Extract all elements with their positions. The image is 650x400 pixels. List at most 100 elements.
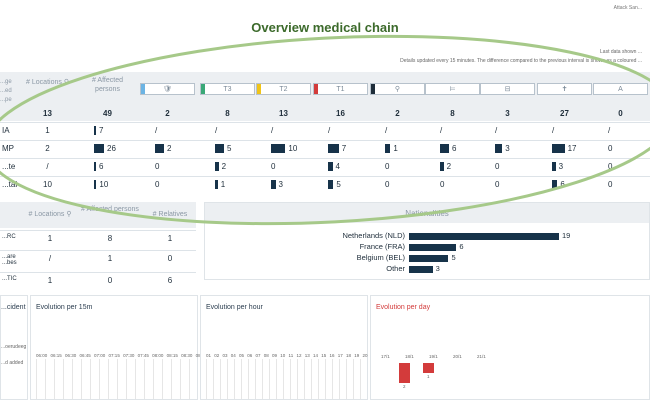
triage-box-6: ⊟: [480, 83, 535, 95]
evolution-day-title: Evolution per day: [376, 304, 431, 311]
chain-row-affected: 26: [94, 143, 116, 154]
incident-title: ...cident: [1, 304, 26, 311]
chain-cell-value: 1: [393, 144, 398, 153]
hospital-bed-icon: ⊟: [504, 86, 511, 93]
triage-box-7: ✝: [537, 83, 592, 95]
incident-panel: ...cident ...oerudeeg ...d added: [0, 295, 28, 400]
affected-value: 26: [107, 144, 116, 153]
triage-box-stripe: [257, 84, 261, 94]
nationality-value: 19: [562, 231, 571, 240]
chain-cell-value: 3: [505, 144, 510, 153]
loc-cell: 1: [47, 234, 53, 243]
nationality-bar: [409, 244, 457, 251]
total-affected: 49: [103, 109, 112, 118]
chain-row-label: MP: [2, 144, 14, 153]
chain-cell: 0: [608, 143, 612, 153]
chain-cell: 0: [495, 179, 499, 189]
day-tick-label: 18/1: [405, 354, 414, 359]
chain-cell-bar: [440, 144, 449, 154]
chain-cell-value: 3: [278, 180, 283, 189]
chain-cell-bar: [155, 144, 164, 154]
chain-cell: 1: [215, 179, 225, 190]
nationality-label: Other: [386, 264, 405, 273]
chain-cell-bar: [385, 144, 391, 154]
chain-cell-value: 0: [440, 180, 445, 189]
day-tick-label: 20/1: [453, 354, 462, 359]
chain-row-affected: 6: [94, 161, 104, 172]
chain-cell-bar: [328, 162, 333, 172]
chain-cell: 3: [271, 179, 283, 190]
loc-cell: 1: [47, 276, 53, 285]
triage-total-1: 8: [225, 109, 230, 118]
chain-cell-value: 0: [608, 180, 613, 189]
loc-row-divider: [0, 250, 196, 251]
chain-cell: 7: [328, 143, 347, 154]
chain-cell-value: /: [215, 126, 218, 135]
nationality-bar: [409, 255, 449, 262]
chain-cell: /: [328, 125, 330, 135]
affected-bar: [94, 180, 97, 190]
loc-cell: 1: [107, 254, 113, 263]
chain-cell-value: /: [608, 126, 611, 135]
nationality-value: 3: [435, 264, 440, 273]
nationality-value: 5: [451, 253, 456, 262]
triage-box-0: 🛡: [140, 83, 195, 95]
chain-cell-bar: [495, 144, 503, 154]
chain-cell-bar: [552, 144, 565, 154]
chain-row-label: ...tal: [2, 180, 18, 189]
affected-header: # Affected persons: [91, 77, 123, 93]
chain-cell: 2: [440, 161, 451, 172]
chain-cell-value: 0: [155, 180, 160, 189]
chain-cell: 2: [215, 161, 226, 172]
incident-line1: ...oerudeeg: [1, 344, 27, 350]
nationality-value: 6: [459, 242, 464, 251]
chain-cell-value: 0: [385, 180, 390, 189]
chain-row-divider: [0, 140, 650, 141]
chain-cell: 0: [608, 161, 612, 171]
day-tick-label: 21/1: [477, 354, 486, 359]
affected-value: 6: [99, 162, 104, 171]
update-info: Details updated every 15 minutes. The di…: [400, 58, 642, 64]
annotation-ellipse-outer: [0, 34, 650, 226]
triage-total-7: 27: [560, 109, 569, 118]
nationality-label: Belgium (BEL): [356, 253, 405, 262]
affected-bar: [94, 162, 96, 172]
chain-cell: 6: [440, 143, 456, 154]
day-bar: [399, 363, 410, 383]
chain-cell: 0: [385, 161, 389, 171]
evolution-15m-ticks: 06:00 06:15 06:30 06:45 07:00 07:15 07:3…: [36, 353, 294, 358]
chain-cell-value: 0: [495, 162, 500, 171]
loc-cell: 0: [167, 254, 173, 263]
chain-row-locations: 10: [43, 180, 52, 189]
chain-cell: /: [271, 125, 273, 135]
pin-icon: ⚲: [394, 86, 401, 93]
chain-row-label: IA: [2, 126, 10, 135]
loc-row-label: ...RC: [2, 234, 16, 240]
nationality-bar: [409, 233, 559, 240]
chain-cell: /: [552, 125, 554, 135]
chain-cell: 0: [608, 179, 612, 189]
triage-total-3: 16: [336, 109, 345, 118]
chain-cell: 1: [385, 143, 398, 154]
chain-cell-bar: [328, 144, 339, 154]
affected-value: 7: [99, 126, 104, 135]
triage-total-4: 2: [395, 109, 400, 118]
triage-box-stripe: [314, 84, 318, 94]
loc-row-label: ...are ...bes: [2, 254, 17, 266]
cross-icon: ✝: [561, 86, 568, 93]
loc-cell: 0: [107, 276, 113, 285]
chain-cell-value: 0: [155, 162, 160, 171]
triage-box-label: T1: [336, 85, 345, 93]
top-right-label: Attack San...: [613, 5, 642, 11]
chain-row-divider: [0, 158, 650, 159]
loc-cell: 1: [167, 234, 173, 243]
chain-row-locations: 2: [45, 144, 50, 153]
chain-cell-value: 7: [341, 144, 347, 153]
chain-cell: 3: [495, 143, 510, 154]
chain-cell-value: 0: [608, 144, 613, 153]
chain-cell: 0: [155, 161, 159, 171]
triage-box-3: T1: [313, 83, 368, 95]
loc-col2-header: # Affected persons: [81, 206, 139, 213]
